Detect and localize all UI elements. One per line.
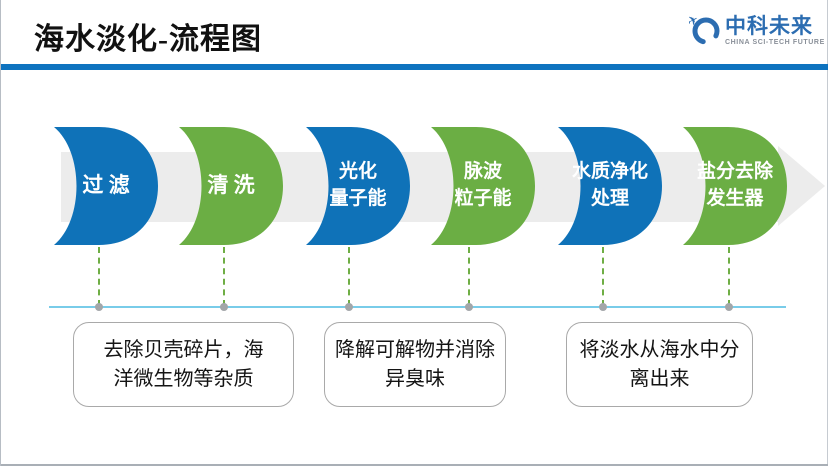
flow-step-label: 水质净化 处理 (571, 161, 648, 209)
note-box-odor: 降解可解物并消除 异臭味 (324, 322, 506, 407)
timeline-dot-6 (725, 303, 733, 311)
connector-dash-4 (468, 247, 470, 306)
flow-step-salt-removal: 盐分去除 发生器 (673, 127, 793, 245)
flow-step-filter: 过 滤 (44, 127, 164, 245)
process-arrow-head-icon (778, 146, 825, 226)
timeline-rule (49, 306, 786, 308)
page-title: 海水淡化-流程图 (34, 23, 262, 56)
connector-dash-5 (602, 247, 604, 306)
company-logo: ✈ 中科未来 CHINA SCI-TECH FUTURE (689, 14, 825, 46)
logo-name: 中科未来 (725, 14, 813, 38)
timeline-dot-1 (95, 303, 103, 311)
flow-step-label: 光化 量子能 (329, 161, 387, 209)
flow-step-photo-quantum: 光化 量子能 (296, 127, 416, 245)
timeline-dot-5 (599, 303, 607, 311)
flow-step-label: 清 洗 (207, 173, 255, 198)
connector-dash-3 (348, 247, 350, 306)
timeline-dot-4 (465, 303, 473, 311)
flow-step-label: 过 滤 (82, 173, 130, 198)
logo-globe-swoosh-icon: ✈ (689, 14, 720, 45)
flow-step-pulse-particle: 脉波 粒子能 (421, 127, 541, 245)
timeline-dot-3 (345, 303, 353, 311)
logo-subtitle: CHINA SCI-TECH FUTURE (725, 39, 825, 46)
connector-dash-2 (223, 247, 225, 306)
note-box-debris: 去除贝壳碎片，海 洋微生物等杂质 (73, 322, 294, 407)
flow-step-label: 盐分去除 发生器 (696, 161, 773, 209)
connector-dash-1 (98, 247, 100, 306)
flow-step-label: 脉波 粒子能 (454, 161, 512, 209)
flow-step-clean: 清 洗 (169, 127, 289, 245)
title-underline (1, 64, 828, 70)
svg-text:✈: ✈ (689, 14, 701, 30)
timeline-dot-2 (220, 303, 228, 311)
note-box-separation: 将淡水从海水中分 离出来 (566, 322, 753, 407)
slide-bottom-border (1, 464, 828, 466)
flow-step-purification: 水质净化 处理 (548, 127, 668, 245)
connector-dash-6 (728, 247, 730, 306)
